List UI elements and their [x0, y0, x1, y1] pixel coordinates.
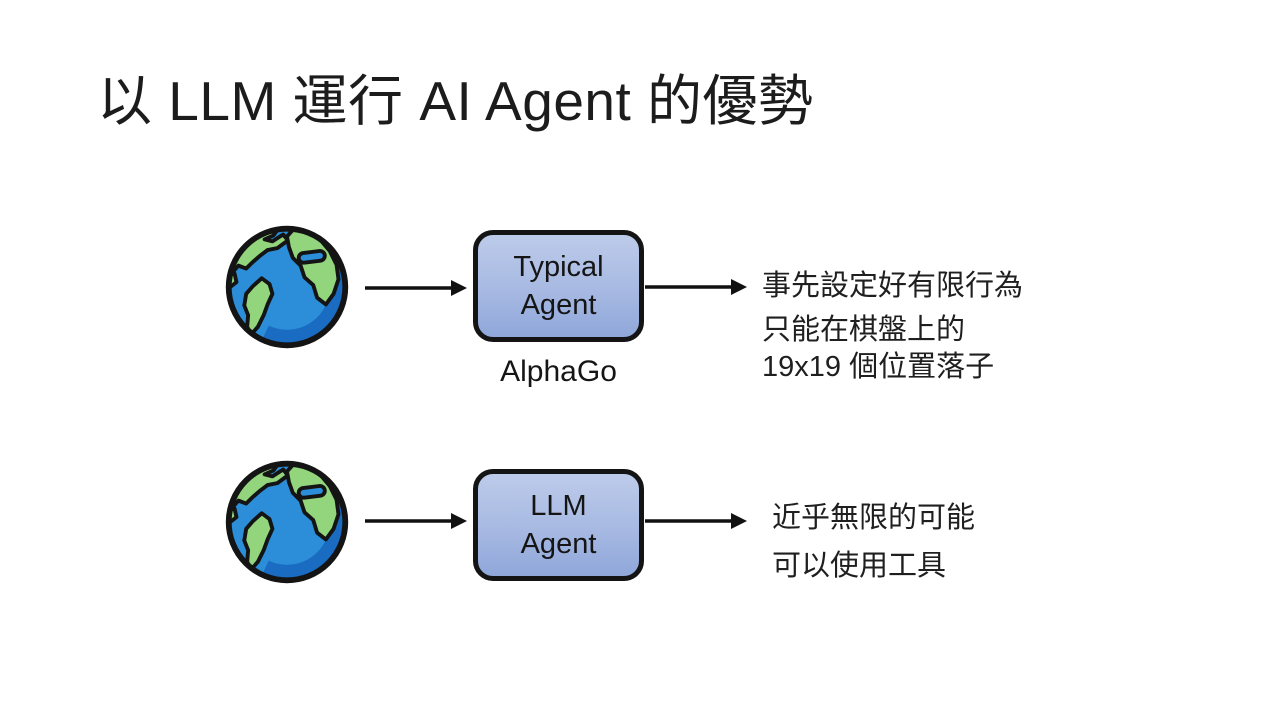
note-line: 近乎無限的可能 [772, 502, 976, 534]
arrow-right-icon [363, 511, 469, 531]
note-line: 可以使用工具 [772, 550, 947, 582]
agent-box-caption: AlphaGo [500, 355, 617, 388]
agent-box-label-line: Typical [513, 251, 604, 283]
agent-box-label-line: Agent [520, 289, 597, 321]
slide-title: 以 LLM 運行 AI Agent 的優勢 [97, 70, 814, 132]
note-line: 只能在棋盤上的 [762, 314, 966, 346]
arrow-right-icon [643, 511, 749, 531]
agent-box-label-line: LLM [530, 490, 587, 522]
agent-box-label-line: Agent [520, 528, 597, 560]
arrow-right-icon [643, 277, 749, 297]
arrow-right-icon [363, 278, 469, 298]
llm-agent-box: LLM Agent [473, 469, 644, 581]
note-line: 19x19 個位置落子 [762, 351, 995, 383]
earth-globe-icon [219, 452, 355, 592]
note-line: 事先設定好有限行為 [762, 270, 1024, 302]
earth-globe-icon [219, 217, 355, 357]
typical-agent-box: Typical Agent [473, 230, 644, 342]
